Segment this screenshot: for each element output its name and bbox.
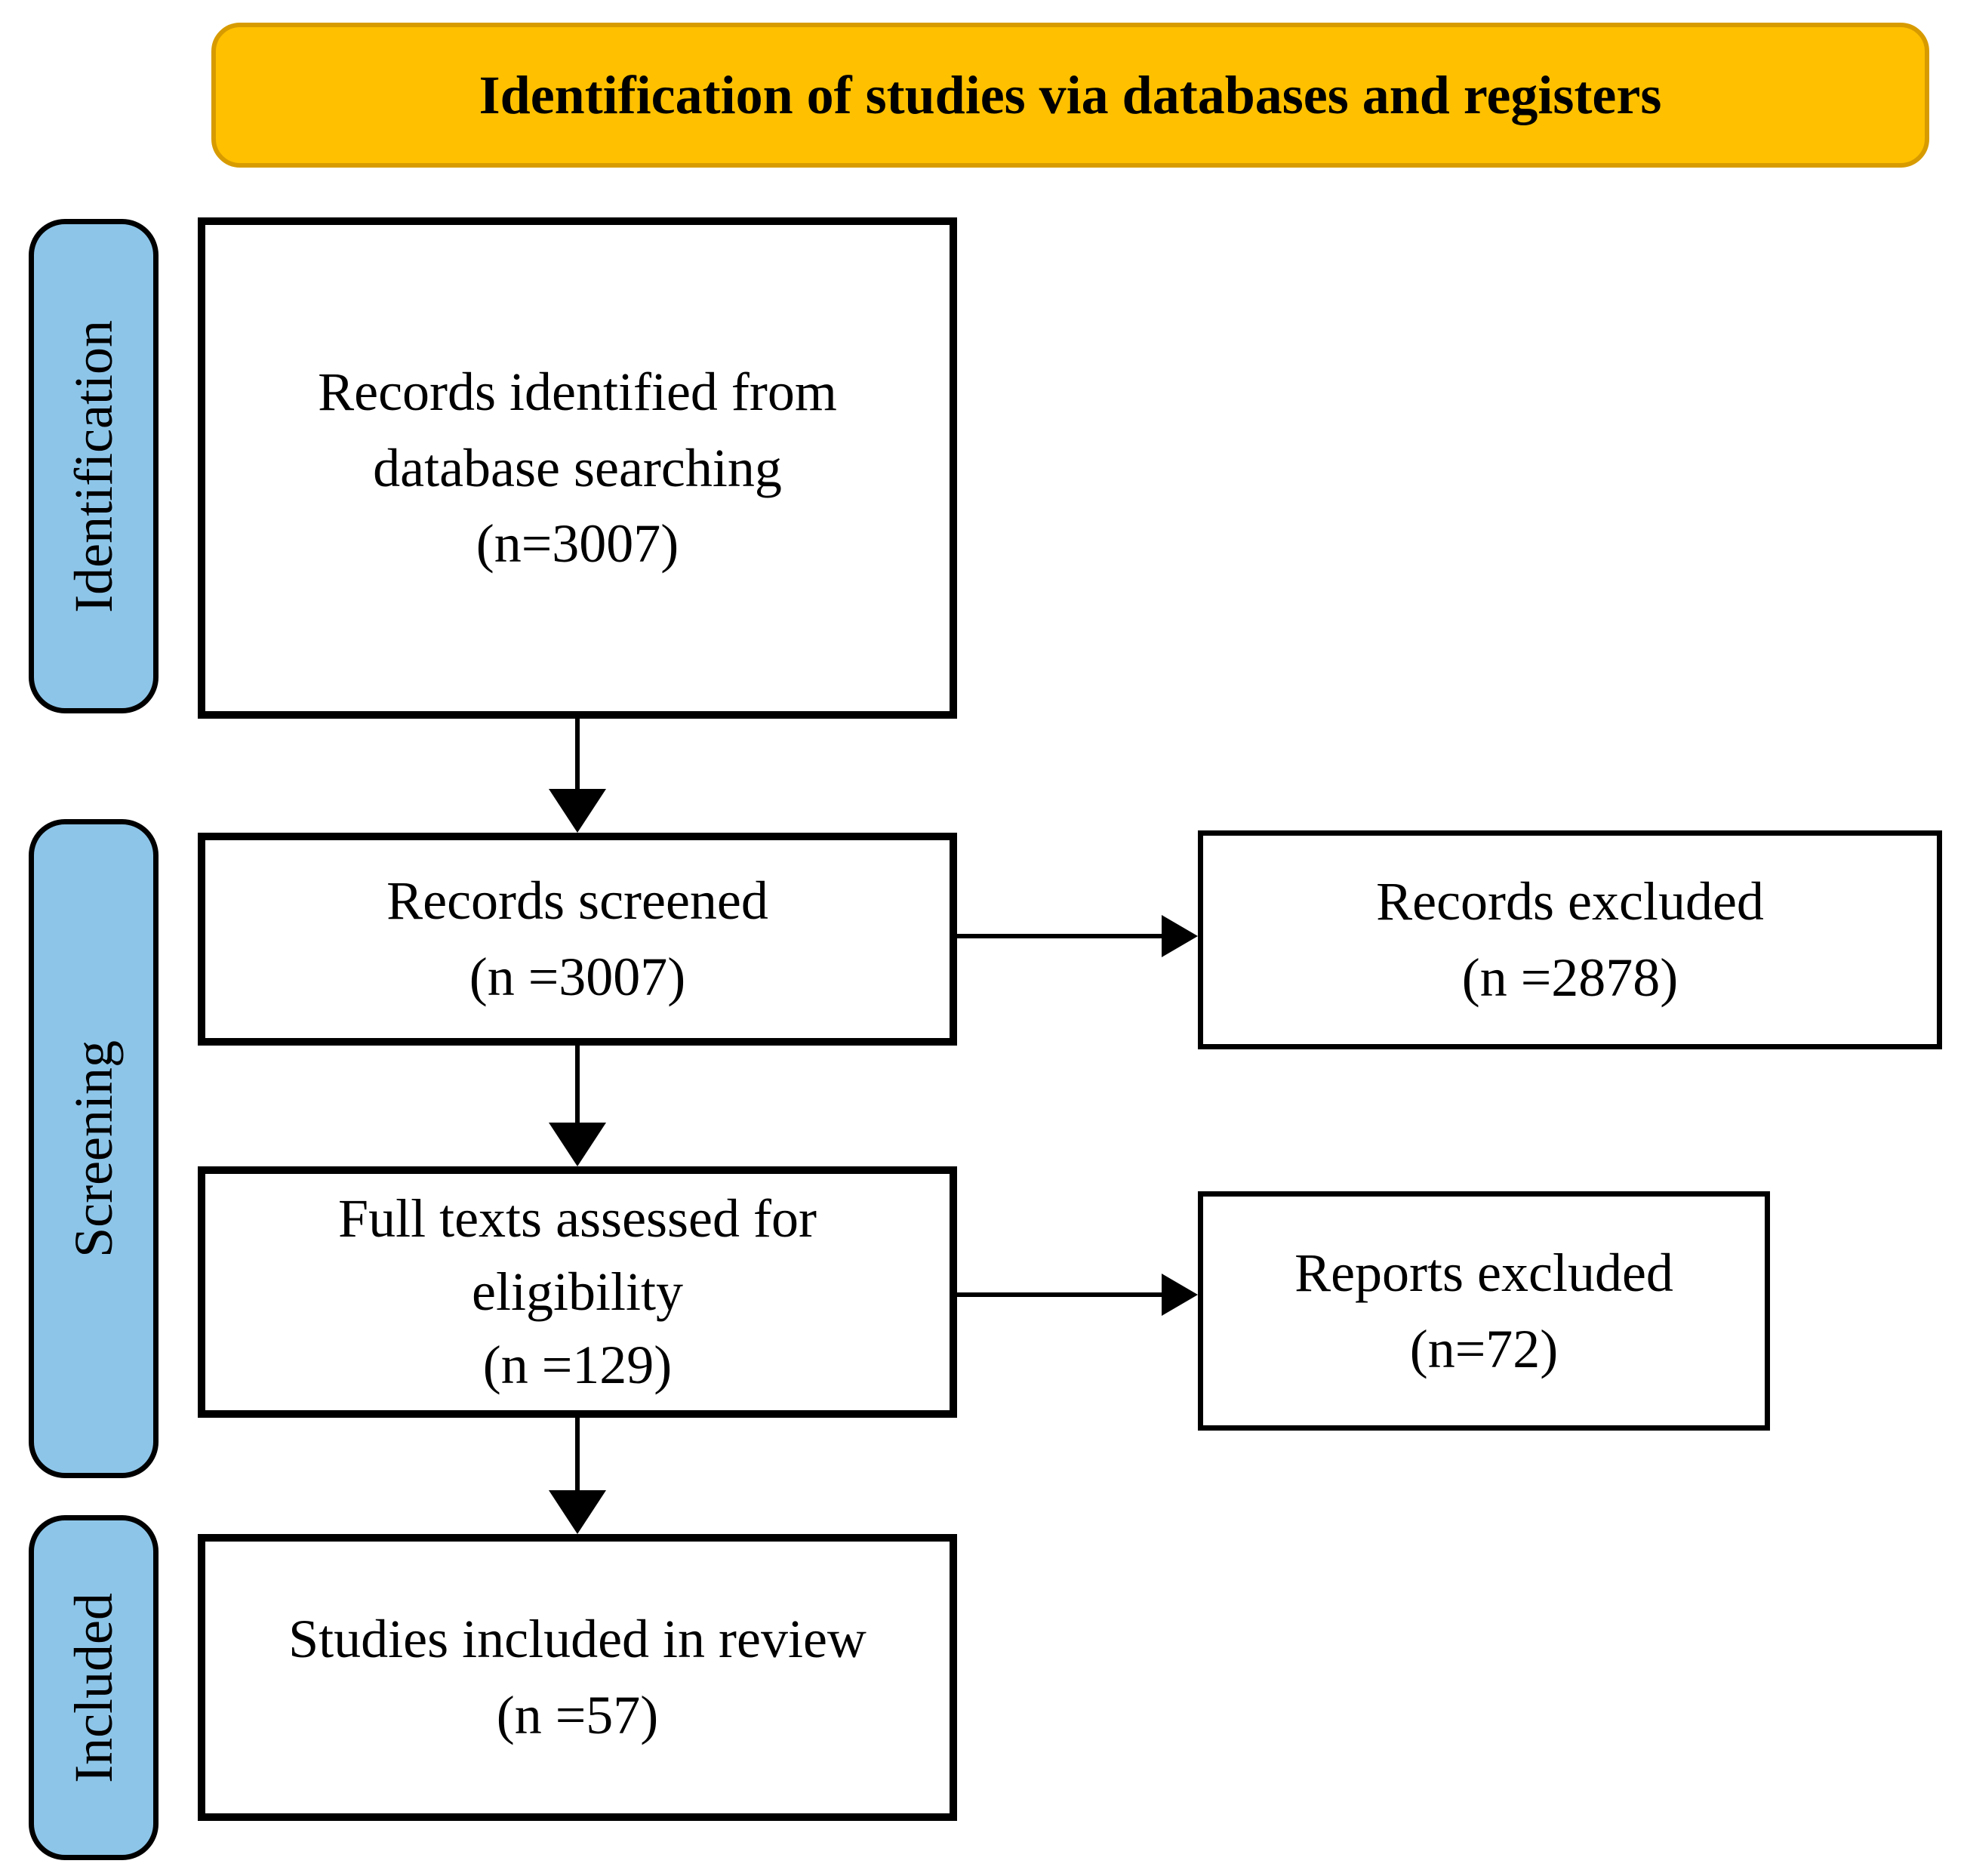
- box-studies-included-line1: Studies included in review: [288, 1609, 867, 1670]
- box-records-identified-line2: database searching: [373, 437, 782, 498]
- arrow-screened-to-fulltext-head: [549, 1123, 606, 1166]
- box-records-excluded: Records excluded (n =2878): [1198, 830, 1942, 1049]
- arrow-screened-to-records-excluded-head: [1162, 915, 1198, 957]
- box-fulltext-assessed: Full texts assessed for eligibility (n =…: [198, 1166, 957, 1418]
- diagram-title: Identification of studies via databases …: [479, 64, 1662, 125]
- stage-label-identification-text: Identification: [63, 319, 124, 613]
- arrow-fulltext-to-included-head: [549, 1490, 606, 1534]
- box-records-identified-line1: Records identified from: [318, 361, 837, 422]
- box-reports-excluded-line1: Reports excluded: [1294, 1242, 1673, 1303]
- box-records-screened: Records screened (n =3007): [198, 833, 957, 1046]
- box-records-identified: Records identified from database searchi…: [198, 217, 957, 719]
- header-banner: Identification of studies via databases …: [211, 23, 1929, 168]
- arrow-fulltext-to-reports-excluded-line: [957, 1292, 1162, 1297]
- arrow-identified-to-screened-head: [549, 789, 606, 833]
- box-fulltext-assessed-count: (n =129): [482, 1335, 673, 1396]
- box-fulltext-assessed-line1: Full texts assessed for: [338, 1188, 817, 1249]
- box-fulltext-assessed-line2: eligibility: [472, 1261, 683, 1322]
- stage-label-included: Included: [29, 1515, 159, 1860]
- stage-label-screening-text: Screening: [63, 1040, 124, 1258]
- box-studies-included-count: (n =57): [496, 1685, 659, 1745]
- arrow-screened-to-fulltext-line: [575, 1046, 580, 1125]
- stage-label-identification: Identification: [29, 219, 159, 713]
- arrow-fulltext-to-reports-excluded-head: [1162, 1274, 1198, 1316]
- box-records-identified-count: (n=3007): [476, 513, 679, 575]
- box-records-screened-count: (n =3007): [469, 947, 686, 1007]
- stage-label-included-text: Included: [63, 1592, 124, 1783]
- arrow-screened-to-records-excluded-line: [957, 934, 1162, 938]
- box-studies-included: Studies included in review (n =57): [198, 1534, 957, 1821]
- arrow-identified-to-screened-line: [575, 719, 580, 793]
- arrow-fulltext-to-included-line: [575, 1418, 580, 1492]
- box-reports-excluded-count: (n=72): [1409, 1318, 1559, 1379]
- box-reports-excluded: Reports excluded (n=72): [1198, 1191, 1770, 1431]
- box-records-excluded-line1: Records excluded: [1376, 871, 1764, 932]
- box-records-screened-line1: Records screened: [386, 870, 768, 932]
- stage-label-screening: Screening: [29, 819, 159, 1478]
- box-records-excluded-count: (n =2878): [1461, 947, 1679, 1008]
